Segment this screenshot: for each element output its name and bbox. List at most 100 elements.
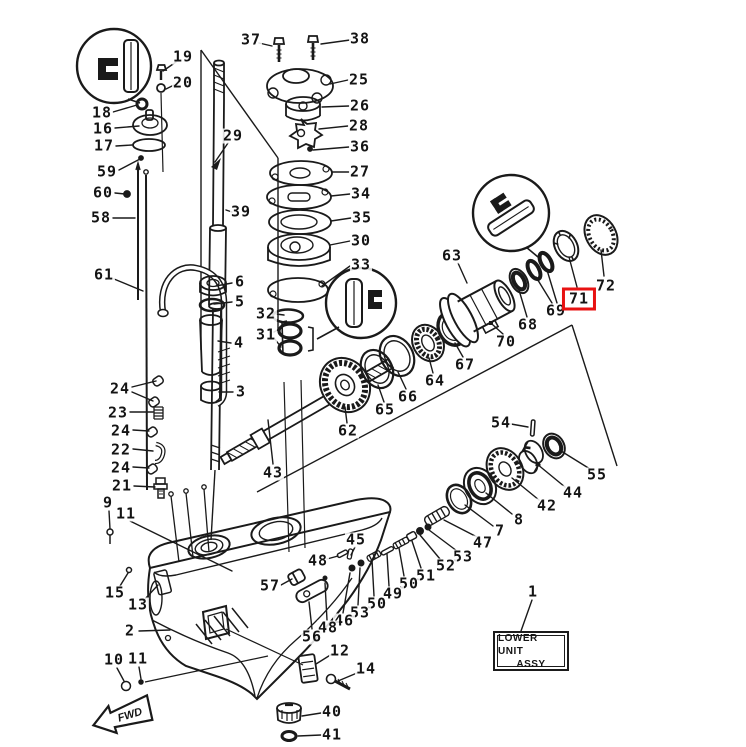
part-label-4[interactable]: 4 xyxy=(232,333,246,352)
deck-studs xyxy=(168,484,210,563)
reverse-gear-cluster xyxy=(424,419,566,527)
part-label-21[interactable]: 21 xyxy=(110,476,134,495)
part-label-48[interactable]: 48 xyxy=(306,551,330,570)
part-label-18[interactable]: 18 xyxy=(90,103,114,122)
leader-line-5 xyxy=(213,301,233,305)
part-label-38[interactable]: 38 xyxy=(348,29,372,48)
gear-train xyxy=(318,311,468,414)
part-label-13[interactable]: 13 xyxy=(126,595,150,614)
part-label-24[interactable]: 24 xyxy=(109,421,133,440)
part-label-52[interactable]: 52 xyxy=(434,556,458,575)
part-label-27[interactable]: 27 xyxy=(348,162,372,181)
part-label-62[interactable]: 62 xyxy=(336,421,360,440)
part-label-43[interactable]: 43 xyxy=(261,463,285,482)
part-label-66[interactable]: 66 xyxy=(396,387,420,406)
part-label-11[interactable]: 11 xyxy=(126,649,150,668)
part-label-51[interactable]: 51 xyxy=(414,566,438,585)
leader-line-16 xyxy=(114,125,140,129)
part-label-29[interactable]: 29 xyxy=(221,126,245,145)
leader-line-51 xyxy=(411,540,422,569)
part-label-55[interactable]: 55 xyxy=(585,465,609,484)
part-label-17[interactable]: 17 xyxy=(92,136,116,155)
part-label-31[interactable]: 31 xyxy=(254,325,278,344)
part-label-65[interactable]: 65 xyxy=(373,400,397,419)
part-label-7[interactable]: 7 xyxy=(493,521,507,540)
seal-18 xyxy=(135,97,149,111)
part-label-58[interactable]: 58 xyxy=(89,208,113,227)
assy-box-line1: LOWER UNIT xyxy=(498,632,538,657)
part-label-40[interactable]: 40 xyxy=(320,702,344,721)
part-label-11[interactable]: 11 xyxy=(114,504,138,523)
part-label-37[interactable]: 37 xyxy=(239,30,263,49)
part-label-41[interactable]: 41 xyxy=(320,725,344,744)
part-label-59[interactable]: 59 xyxy=(95,162,119,181)
part-label-20[interactable]: 20 xyxy=(171,73,195,92)
part-label-61[interactable]: 61 xyxy=(92,265,116,284)
part-label-32[interactable]: 32 xyxy=(254,304,278,323)
part-label-8[interactable]: 8 xyxy=(512,510,526,529)
part-label-33[interactable]: 33 xyxy=(349,255,373,274)
part-label-57[interactable]: 57 xyxy=(258,576,282,595)
part-label-53[interactable]: 53 xyxy=(451,547,475,566)
part-label-12[interactable]: 12 xyxy=(328,641,352,660)
part-label-39[interactable]: 39 xyxy=(229,202,253,221)
pump-housing-16 xyxy=(132,109,168,136)
part-label-67[interactable]: 67 xyxy=(453,355,477,374)
part-label-24[interactable]: 24 xyxy=(108,379,132,398)
part-label-19[interactable]: 19 xyxy=(171,47,195,66)
part-label-72[interactable]: 72 xyxy=(594,276,618,295)
leader-line-71 xyxy=(568,256,578,288)
pin-36 xyxy=(307,146,313,152)
leader-line-70 xyxy=(492,324,504,335)
forward-gear-62 xyxy=(318,356,372,414)
part-label-2[interactable]: 2 xyxy=(123,621,137,640)
anode-plate-13 xyxy=(153,569,173,596)
part-label-42[interactable]: 42 xyxy=(535,496,559,515)
part-label-28[interactable]: 28 xyxy=(347,116,371,135)
part-label-44[interactable]: 44 xyxy=(561,483,585,502)
part-label-34[interactable]: 34 xyxy=(349,184,373,203)
part-label-15[interactable]: 15 xyxy=(103,583,127,602)
part-label-14[interactable]: 14 xyxy=(354,659,378,678)
part-label-63[interactable]: 63 xyxy=(440,246,464,265)
bolt-11 xyxy=(138,679,144,685)
part-label-50[interactable]: 50 xyxy=(365,594,389,613)
part-label-45[interactable]: 45 xyxy=(344,530,368,549)
anode-12 xyxy=(297,653,319,684)
cam-follower-57 xyxy=(287,568,306,586)
part-label-9[interactable]: 9 xyxy=(101,493,115,512)
part-label-36[interactable]: 36 xyxy=(348,137,372,156)
part-label-35[interactable]: 35 xyxy=(350,208,374,227)
part-label-1[interactable]: 1 xyxy=(526,582,540,601)
part-label-56[interactable]: 56 xyxy=(300,627,324,646)
part-label-69[interactable]: 69 xyxy=(544,301,568,320)
part-label-30[interactable]: 30 xyxy=(349,231,373,250)
part-label-3[interactable]: 3 xyxy=(234,382,248,401)
part-label-23[interactable]: 23 xyxy=(106,403,130,422)
part-label-22[interactable]: 22 xyxy=(109,440,133,459)
bolt-19 xyxy=(155,64,168,71)
leader-line-66 xyxy=(397,371,407,390)
pin-54 xyxy=(529,419,536,437)
rod-58 xyxy=(135,160,141,171)
part-label-54[interactable]: 54 xyxy=(489,413,513,432)
leader-line-32 xyxy=(275,313,285,316)
part-label-70[interactable]: 70 xyxy=(494,332,518,351)
part-label-5[interactable]: 5 xyxy=(233,292,247,311)
part-label-71-highlighted[interactable]: 71 xyxy=(561,287,597,311)
part-label-64[interactable]: 64 xyxy=(423,371,447,390)
part-label-10[interactable]: 10 xyxy=(102,650,126,669)
part-label-68[interactable]: 68 xyxy=(516,315,540,334)
nut-10 xyxy=(120,680,132,692)
part-label-6[interactable]: 6 xyxy=(233,272,247,291)
leader-line-6 xyxy=(215,282,233,287)
part-label-26[interactable]: 26 xyxy=(348,96,372,115)
leader-line-2 xyxy=(138,629,171,632)
leader-line-1 xyxy=(520,599,533,632)
part-label-24[interactable]: 24 xyxy=(109,458,133,477)
part-label-16[interactable]: 16 xyxy=(91,119,115,138)
part-label-25[interactable]: 25 xyxy=(347,70,371,89)
shift-cam-parts xyxy=(287,523,432,604)
part-label-47[interactable]: 47 xyxy=(471,533,495,552)
part-label-60[interactable]: 60 xyxy=(91,183,115,202)
